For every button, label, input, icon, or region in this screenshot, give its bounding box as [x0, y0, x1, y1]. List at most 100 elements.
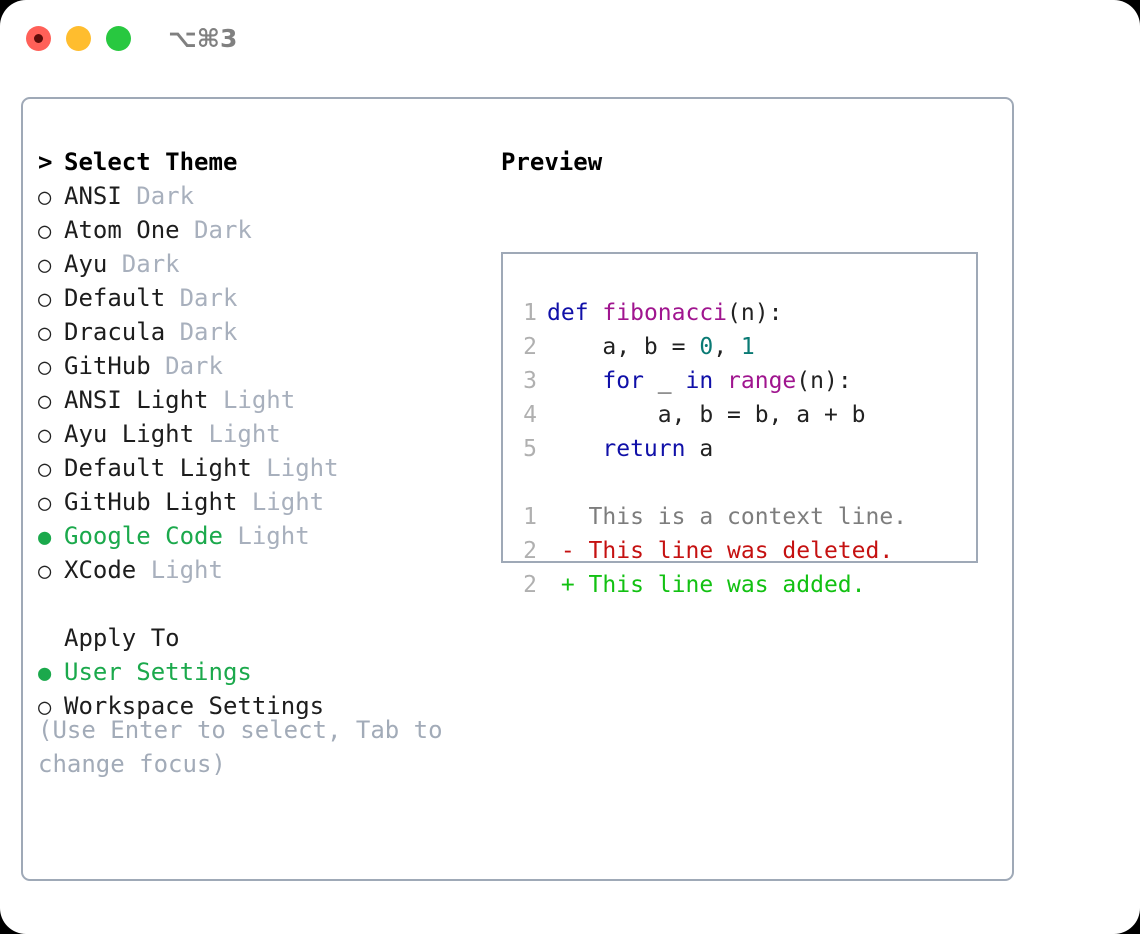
title-bar: ⌥⌘3: [0, 0, 1140, 78]
radio-unselected-icon: ○: [38, 219, 52, 244]
theme-variant-badge: Dark: [165, 284, 238, 312]
theme-variant-badge: Dark: [165, 318, 238, 346]
theme-option-default-light[interactable]: ○ Default Light Light: [38, 451, 498, 485]
radio-unselected-icon: ○: [38, 287, 52, 312]
caret-icon: >: [38, 148, 53, 176]
code-token: (n):: [727, 300, 783, 326]
code-line-number: 4: [523, 402, 537, 428]
code-line-number: 2: [523, 334, 537, 360]
apply-to-option-label: Workspace Settings: [64, 692, 325, 720]
radio-unselected-icon: ○: [38, 423, 52, 448]
close-button[interactable]: [26, 26, 51, 51]
code-token: return: [602, 436, 686, 462]
theme-variant-badge: Dark: [121, 182, 195, 210]
diff-line: 2 + This line was added.: [511, 568, 907, 602]
diff-line-number: 1: [523, 504, 537, 530]
theme-option-label: Default Light: [64, 454, 252, 482]
minimize-button[interactable]: [66, 26, 91, 51]
theme-option-label: Dracula: [64, 318, 166, 346]
apply-to-title: Apply To: [64, 624, 180, 652]
theme-option-label: Ayu Light: [64, 420, 195, 448]
code-token: fibonacci: [602, 300, 728, 326]
theme-picker-header: >Select Theme: [38, 145, 498, 179]
code-token: [547, 436, 602, 462]
theme-option-label: GitHub: [64, 352, 151, 380]
theme-variant-badge: Dark: [107, 250, 180, 278]
maximize-button[interactable]: [106, 26, 131, 51]
radio-unselected-icon: ○: [38, 355, 52, 380]
theme-option-github-light[interactable]: ○GitHub Light Light: [38, 485, 498, 519]
code-token: [547, 368, 602, 394]
diff-line-text: + This line was added.: [547, 572, 866, 598]
theme-option-ayu[interactable]: ○ Ayu Dark: [38, 247, 498, 281]
theme-picker-column: >Select Theme ○ANSI Dark○Atom One Dark○A…: [38, 145, 498, 723]
code-token: a, b =: [547, 334, 700, 360]
theme-option-label: Atom One: [64, 216, 180, 244]
hint-line-1: (Use Enter to select, Tab to: [38, 716, 443, 744]
theme-variant-badge: Light: [251, 454, 339, 482]
code-token: (n):: [796, 368, 852, 394]
theme-option-ayu-light[interactable]: ○Ayu Light Light: [38, 417, 498, 451]
radio-unselected-icon: ○: [38, 389, 52, 414]
theme-option-label: Ayu: [64, 250, 108, 278]
diff-line-text: - This line was deleted.: [547, 538, 894, 564]
theme-option-label: XCode: [64, 556, 137, 584]
hint-line-2: change focus): [38, 750, 226, 778]
theme-option-atom-one[interactable]: ○Atom One Dark: [38, 213, 498, 247]
code-token: 1: [740, 334, 755, 360]
diff-line: 2 - This line was deleted.: [511, 534, 907, 568]
radio-unselected-icon: ○: [38, 695, 52, 720]
code-token: [589, 300, 603, 326]
theme-option-label: ANSI: [64, 182, 122, 210]
radio-selected-icon: ●: [38, 525, 52, 550]
apply-to-option-user-settings[interactable]: ● User Settings: [38, 655, 498, 689]
theme-variant-badge: Light: [136, 556, 223, 584]
preview-title: Preview: [501, 148, 603, 176]
code-line-number: 1: [523, 300, 537, 326]
code-token: def: [547, 300, 589, 326]
code-line: 1 def fibonacci(n):: [511, 296, 907, 330]
code-token: for: [602, 368, 644, 394]
code-token: a: [685, 436, 714, 462]
theme-option-label: Default: [64, 284, 166, 312]
theme-option-dracula[interactable]: ○ Dracula Dark: [38, 315, 498, 349]
theme-variant-badge: Light: [208, 386, 296, 414]
code-line: 2 a, b = 0, 1: [511, 330, 907, 364]
radio-unselected-icon: ○: [38, 185, 52, 210]
radio-unselected-icon: ○: [38, 321, 52, 346]
radio-unselected-icon: ○: [38, 457, 52, 482]
diff-line: 1 This is a context line.: [511, 500, 907, 534]
code-line: 3 for _ in range(n):: [511, 364, 907, 398]
theme-option-google-code[interactable]: ●Google Code Light: [38, 519, 498, 553]
theme-option-ansi-light[interactable]: ○ ANSI Light Light: [38, 383, 498, 417]
theme-option-label: ANSI Light: [64, 386, 209, 414]
theme-option-label: Google Code: [64, 522, 223, 550]
radio-unselected-icon: ○: [38, 253, 52, 278]
theme-option-default[interactable]: ○ Default Dark: [38, 281, 498, 315]
theme-list: ○ ANSI Dark ○ Atom One Dark ○ Ayu Dark ○ Defaul…: [38, 179, 498, 587]
section-spacer: [38, 587, 498, 621]
diff-line-number: 2: [523, 572, 537, 598]
traffic-light-group: [26, 26, 131, 51]
code-diff-separator: [511, 466, 907, 500]
apply-to-option-workspace-settings[interactable]: ○ Workspace Settings: [38, 689, 498, 723]
blank-marker-icon: ○: [38, 623, 64, 657]
radio-selected-icon: ●: [38, 661, 52, 686]
keyboard-hint: (Use Enter to select, Tab to change focu…: [38, 713, 458, 781]
code-token: _: [643, 368, 686, 394]
theme-option-xcode[interactable]: ○ XCode Light: [38, 553, 498, 587]
code-token: [713, 368, 727, 394]
code-token: in: [685, 368, 714, 394]
apply-to-option-label: User Settings: [64, 658, 252, 686]
theme-variant-badge: Dark: [150, 352, 223, 380]
theme-option-github[interactable]: ○ GitHub Dark: [38, 349, 498, 383]
theme-option-ansi[interactable]: ○ ANSI Dark: [38, 179, 498, 213]
code-token: a, b = b, a + b: [547, 402, 866, 428]
radio-unselected-icon: ○: [38, 559, 52, 584]
main-panel: >Select Theme ○ANSI Dark○Atom One Dark○A…: [21, 97, 1014, 881]
code-token: ,: [713, 334, 741, 360]
